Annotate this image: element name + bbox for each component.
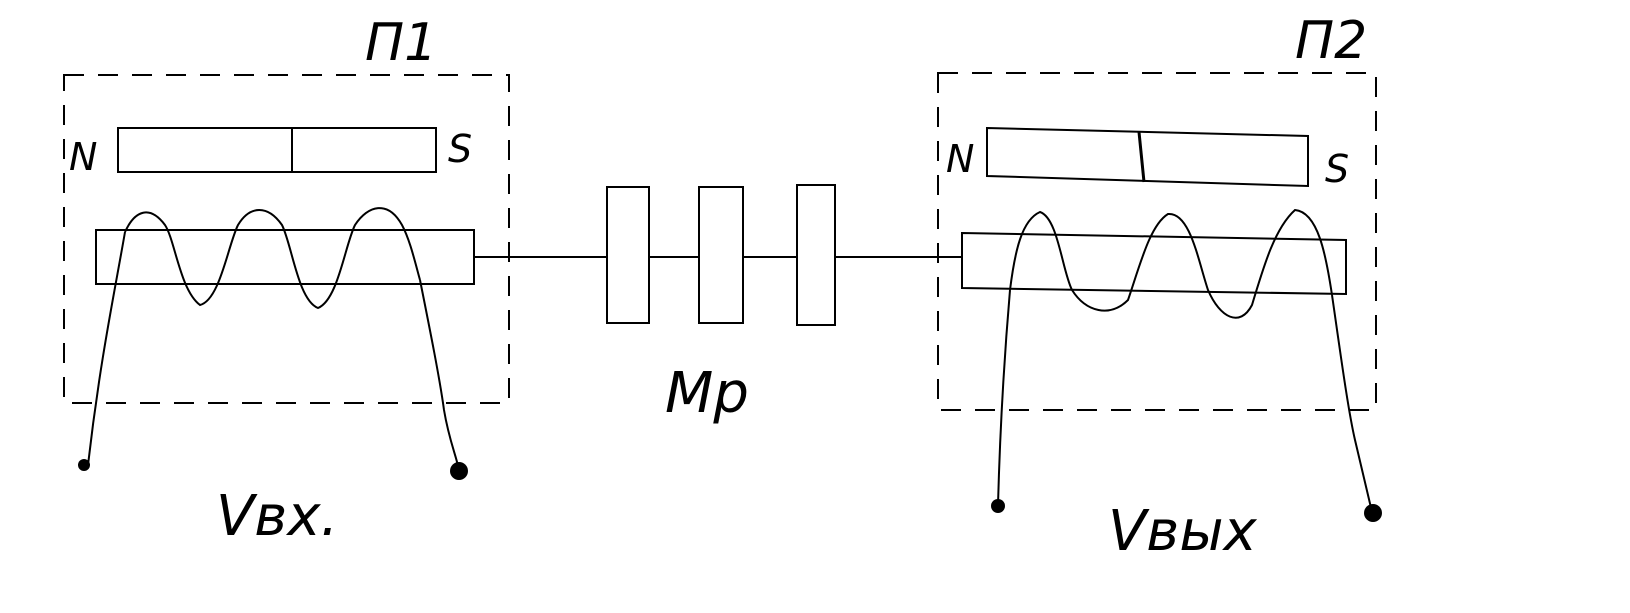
gear-block-2 [698,186,744,324]
left-lead-wire-left [87,231,126,466]
right-terminal-1 [991,499,1005,513]
right-voltage-label: Vвых [1108,499,1258,564]
left-terminal-2 [450,462,468,480]
left-unit: П1 N S Vвх. [63,13,510,549]
right-lead-wire-right [1331,294,1373,513]
left-permanent-magnet [117,127,437,173]
right-magnet-divider [1137,131,1146,183]
gear-block-3 [796,184,836,326]
right-core-rod [961,231,1347,296]
left-magnet-body [117,127,437,173]
left-unit-dashed-frame [63,74,510,404]
left-voltage-label: Vвх. [216,484,338,549]
right-north-label: N [946,137,974,181]
left-terminal-1 [78,459,90,471]
left-south-label: S [448,127,472,171]
left-coil-winding [124,207,421,310]
right-core-with-coil [961,208,1382,522]
left-core-rod [95,229,475,285]
left-unit-title: П1 [365,13,437,73]
middle-label: Мр [665,361,749,426]
right-permanent-magnet [986,126,1309,188]
left-core-with-coil [78,207,475,480]
right-unit-title: П2 [1295,11,1367,71]
right-coil-winding [1009,208,1333,319]
middle-mechanism: Мр [474,184,962,426]
gear-block-1 [606,186,650,324]
right-south-label: S [1325,147,1349,191]
left-lead-wire-right [419,279,460,471]
left-north-label: N [69,135,97,179]
right-lead-wire-left [997,289,1011,506]
right-unit-dashed-frame [937,72,1377,411]
right-terminal-2 [1364,504,1382,522]
right-unit: П2 N S Vвых [937,11,1382,564]
right-magnet-body [986,126,1309,188]
